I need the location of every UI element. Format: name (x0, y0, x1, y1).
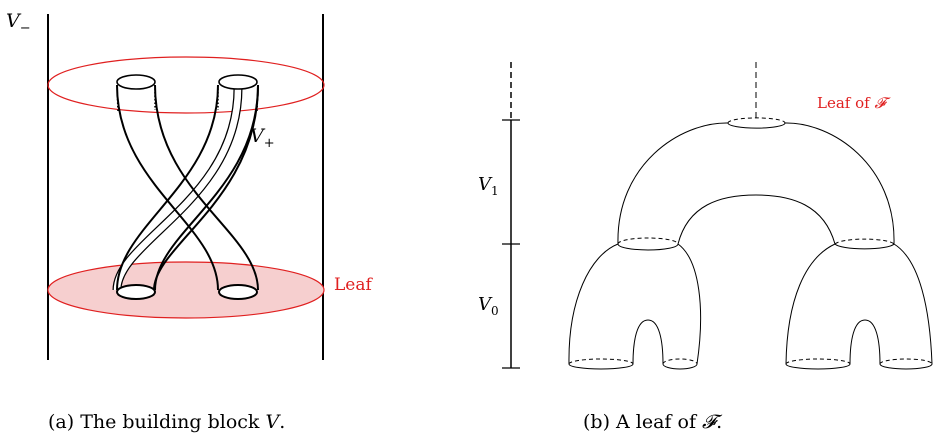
label-leaf-of-f: Leaf of 𝓕 (817, 94, 891, 112)
top-leaf-disk (47, 56, 325, 114)
braid-crossing-mask (136, 85, 238, 290)
label-leaf: Leaf (334, 275, 373, 295)
bottom-leaf-disk (47, 261, 325, 319)
dotted-segment (256, 84, 259, 113)
label-v-minus: V− (6, 10, 31, 36)
bottom-left-tube-opening (116, 284, 156, 300)
top-right-tube-opening (218, 74, 258, 90)
label-v-plus: V+ (250, 125, 275, 151)
upper-arch (617, 122, 895, 245)
top-cross-section (727, 117, 786, 129)
panel-b: V1 V0 (478, 62, 933, 433)
caption-a: (a) The building block V. (48, 411, 285, 433)
braid-strands (116, 84, 259, 291)
top-left-tube-opening (116, 74, 156, 90)
dotted-segment (116, 84, 119, 113)
caption-b: (b) A leaf of 𝓕. (583, 411, 723, 433)
bottom-right-tube-opening (218, 284, 258, 300)
middle-cross-sections (617, 237, 895, 251)
lower-left-arch (568, 243, 702, 370)
label-v1: V1 (478, 174, 499, 198)
lower-right-arch (785, 243, 933, 370)
panel-a: V− V+ Leaf (a) The building block V. (6, 10, 373, 433)
label-v0: V0 (478, 294, 499, 318)
